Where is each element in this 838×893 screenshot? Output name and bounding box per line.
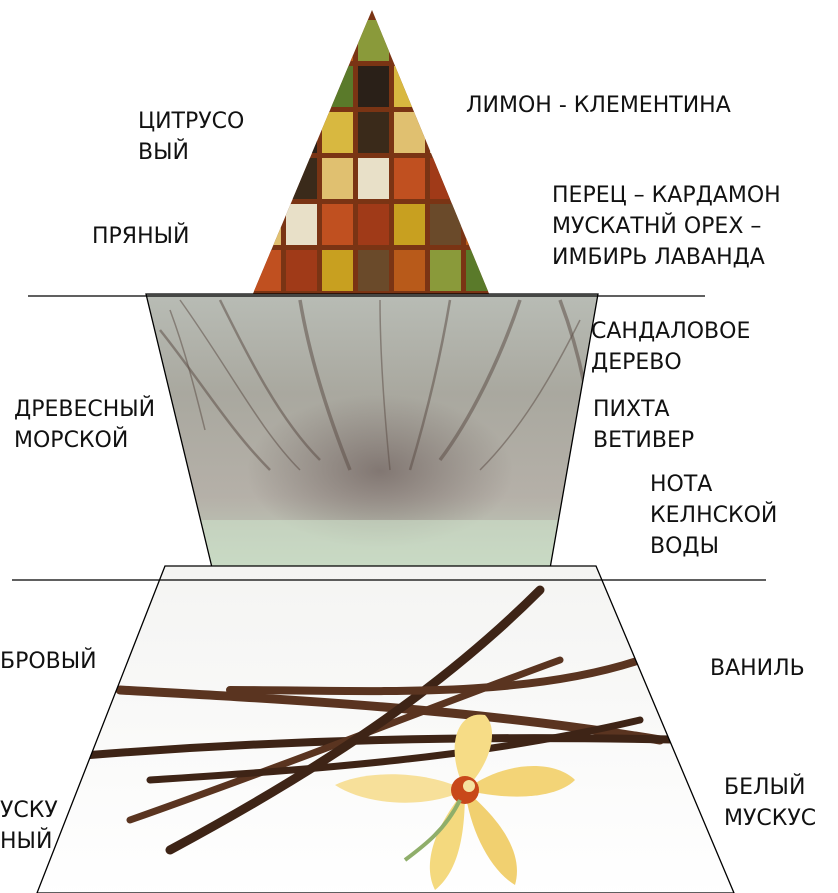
- spice-cell: [286, 66, 317, 107]
- spice-cell: [286, 20, 317, 61]
- label-lemon-clementine: ЛИМОН - КЛЕМЕНТИНА: [466, 90, 731, 121]
- spice-cell: [466, 158, 497, 199]
- label-cologne-note: НОТА КЕЛНСКОЙ ВОДЫ: [650, 469, 777, 562]
- spice-cell: [466, 20, 497, 61]
- vanilla-flower-icon: [30, 560, 750, 893]
- spice-cell: [394, 158, 425, 199]
- spice-cell: [250, 158, 281, 199]
- spice-cell: [358, 250, 389, 291]
- spice-cell: [250, 250, 281, 291]
- spice-cell: [430, 20, 461, 61]
- spice-cell: [322, 66, 353, 107]
- spice-cell: [466, 204, 497, 245]
- spice-cell: [394, 204, 425, 245]
- label-amber-partial: БРОВЫЙ: [0, 646, 97, 677]
- spice-cell: [322, 250, 353, 291]
- spice-cell: [358, 66, 389, 107]
- label-spicy: ПРЯНЫЙ: [92, 221, 190, 252]
- spice-cell: [286, 250, 317, 291]
- label-vanilla: ВАНИЛЬ: [710, 653, 805, 684]
- label-woody-marine: ДРЕВЕСНЫЙ МОРСКОЙ: [14, 394, 155, 456]
- label-citrus: ЦИТРУСО ВЫЙ: [138, 106, 244, 168]
- spice-cell: [322, 112, 353, 153]
- spice-cell: [286, 158, 317, 199]
- label-musky-partial: УСКУ НЫЙ: [0, 795, 58, 857]
- spice-cell: [322, 158, 353, 199]
- spice-cell: [394, 112, 425, 153]
- spice-cell: [394, 20, 425, 61]
- spice-grid-icon: [240, 0, 500, 337]
- spice-cell: [430, 204, 461, 245]
- spice-cell: [250, 112, 281, 153]
- label-fir-vetiver: ПИХТА ВЕТИВЕР: [593, 394, 694, 456]
- spice-cell: [394, 66, 425, 107]
- spice-cell: [358, 20, 389, 61]
- spice-cell: [322, 204, 353, 245]
- spice-cell: [250, 204, 281, 245]
- spice-cell: [250, 66, 281, 107]
- spice-cell: [322, 20, 353, 61]
- spice-cell: [430, 250, 461, 291]
- label-pepper-cardamom: ПЕРЕЦ – КАРДАМОН МУСКАТНЙ ОРЕХ – ИМБИРЬ …: [552, 180, 781, 273]
- spice-cell: [430, 66, 461, 107]
- spice-cell: [466, 250, 497, 291]
- spice-cell: [250, 20, 281, 61]
- label-white-musk: БЕЛЫЙ МУСКУС: [724, 772, 816, 834]
- spice-cell: [394, 250, 425, 291]
- spice-cell: [358, 112, 389, 153]
- spice-cell: [358, 204, 389, 245]
- spice-cell: [286, 204, 317, 245]
- spice-cell: [286, 112, 317, 153]
- wood-grain-icon: [140, 290, 610, 585]
- label-sandalwood: САНДАЛОВОЕ ДЕРЕВО: [591, 316, 750, 378]
- spice-cell: [430, 158, 461, 199]
- spice-cell: [358, 158, 389, 199]
- spice-cell: [430, 112, 461, 153]
